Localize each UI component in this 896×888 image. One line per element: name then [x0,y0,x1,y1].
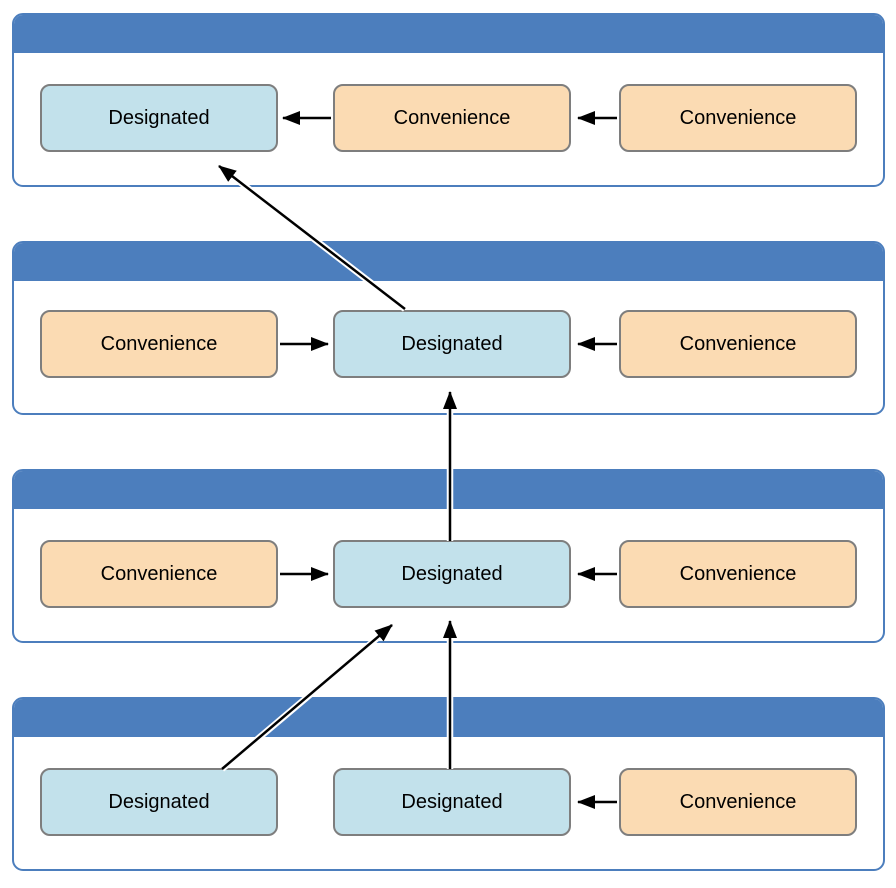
s3-designated-node: Designated [333,540,571,608]
s3-convenience-right-node: Convenience [619,540,857,608]
s4-designated-middle-node: Designated [333,768,571,836]
s4-convenience-right-node: Convenience [619,768,857,836]
s1-convenience-middle-node: Convenience [333,84,571,152]
class-header-3 [14,471,883,509]
node-label: Convenience [679,332,797,355]
node-label: Convenience [393,106,511,129]
node-label: Convenience [100,332,218,355]
s3-convenience-left-node: Convenience [40,540,278,608]
s2-convenience-left-node: Convenience [40,310,278,378]
node-label: Designated [401,332,503,355]
node-label: Convenience [679,790,797,813]
s4-designated-left-node: Designated [40,768,278,836]
s1-designated-node: Designated [40,84,278,152]
s1-convenience-right-node: Convenience [619,84,857,152]
node-label: Convenience [679,106,797,129]
node-label: Designated [108,790,210,813]
node-label: Convenience [679,562,797,585]
s2-designated-node: Designated [333,310,571,378]
class-header-1 [14,15,883,53]
node-label: Designated [401,562,503,585]
s2-convenience-right-node: Convenience [619,310,857,378]
class-header-2 [14,243,883,281]
node-label: Designated [108,106,210,129]
class-header-4 [14,699,883,737]
node-label: Convenience [100,562,218,585]
node-label: Designated [401,790,503,813]
